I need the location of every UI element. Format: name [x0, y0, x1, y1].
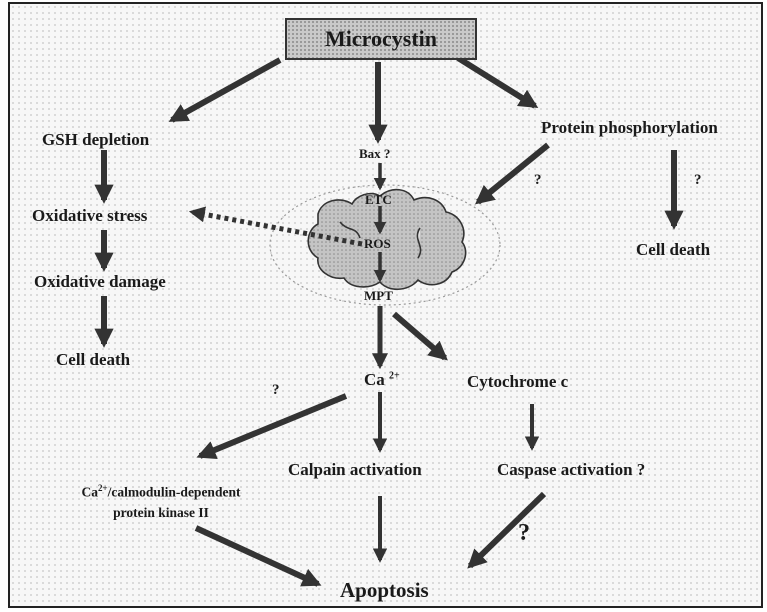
question-caspase-to-apoptosis: ? — [518, 520, 530, 547]
camk-ii-label: Ca2+/calmodulin-dependent protein kinase… — [36, 478, 286, 523]
oxidative-damage-label: Oxidative damage — [34, 272, 166, 292]
mpt-label: MPT — [364, 288, 393, 304]
question-phospho-to-mito: ? — [534, 172, 542, 189]
cell-death-right-label: Cell death — [636, 240, 710, 260]
protein-phosphorylation-label: Protein phosphorylation — [541, 118, 718, 138]
edge-microcystin-to-phospho — [458, 58, 535, 106]
cell-death-left-label: Cell death — [56, 350, 130, 370]
calcium-label: Ca 2+ — [364, 370, 400, 390]
ros-label: ROS — [364, 236, 391, 252]
etc-label: ETC — [365, 192, 392, 208]
caspase-activation-label: Caspase activation ? — [497, 460, 645, 480]
microcystin-label: Microcystin — [325, 26, 437, 52]
calpain-activation-label: Calpain activation — [288, 460, 422, 480]
edge-mpt-to-cytochrome — [394, 314, 445, 358]
edge-caspase-to-apoptosis — [470, 494, 544, 566]
microcystin-box: Microcystin — [285, 18, 477, 60]
oxidative-stress-label: Oxidative stress — [32, 206, 147, 226]
cytochrome-c-label: Cytochrome c — [467, 372, 568, 392]
bax-label: Bax ? — [359, 146, 390, 162]
edge-calcium-to-camk — [200, 396, 346, 456]
apoptosis-label: Apoptosis — [340, 578, 429, 603]
question-calcium-to-camk: ? — [272, 382, 280, 399]
edge-microcystin-to-gsh — [172, 60, 280, 120]
edge-camk-to-apoptosis — [196, 528, 318, 584]
question-phospho-to-death: ? — [694, 172, 702, 189]
gsh-depletion-label: GSH depletion — [42, 130, 149, 150]
